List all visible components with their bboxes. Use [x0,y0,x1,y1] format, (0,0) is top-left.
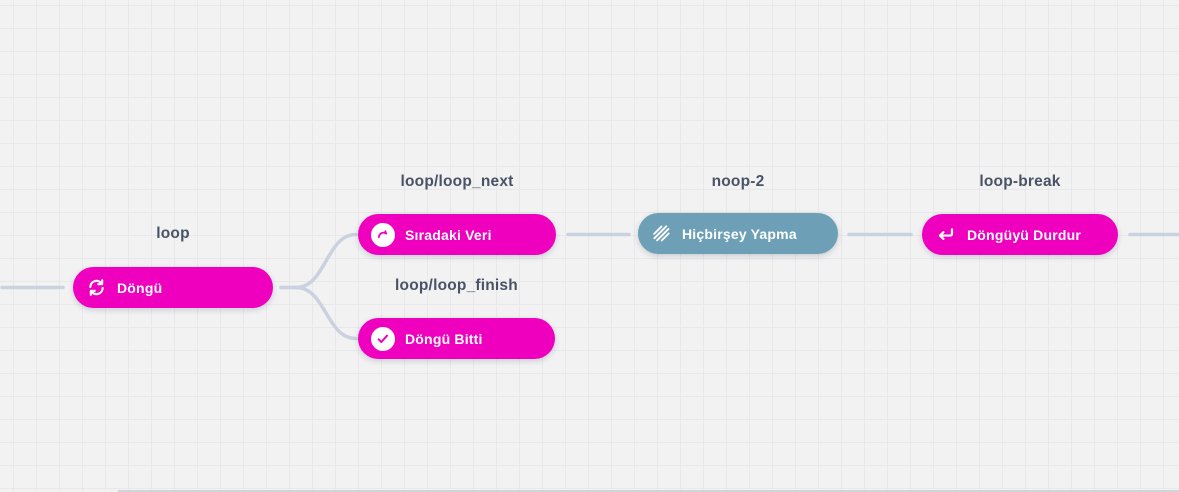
node-title: Döngü Bitti [405,330,483,347]
node-title: Döngü [117,279,163,296]
node-label-loop: loop [156,225,190,242]
node-noop[interactable]: Hiçbirşey Yapma [638,213,838,254]
node-title: Döngüyü Durdur [967,226,1082,243]
node-label-loop-break: loop-break [979,173,1061,190]
node-title: Sıradaki Veri [405,226,492,243]
node-loop-next[interactable]: Sıradaki Veri [358,214,556,255]
redo-arrow-icon [371,222,395,247]
node-label-loop-next: loop/loop_next [400,173,514,190]
node-loop[interactable]: Döngü [73,267,273,308]
sync-loop-icon [86,277,107,298]
node-label-noop: noop-2 [711,173,765,190]
node-loop-break[interactable]: Döngüyü Durdur [922,214,1118,255]
connection-loop-to-loop-finish[interactable] [279,285,358,341]
node-title: Hiçbirşey Yapma [682,225,797,242]
diagonal-stripes-icon [651,223,672,244]
node-label-loop-finish: loop/loop_finish [395,277,518,294]
connection-loop-to-loop-next[interactable] [279,232,358,290]
canvas-bottom-edge [118,490,1179,492]
node-loop-finish[interactable]: Döngü Bitti [358,318,555,359]
check-circle-icon [371,326,395,351]
return-arrow-icon [935,224,957,246]
